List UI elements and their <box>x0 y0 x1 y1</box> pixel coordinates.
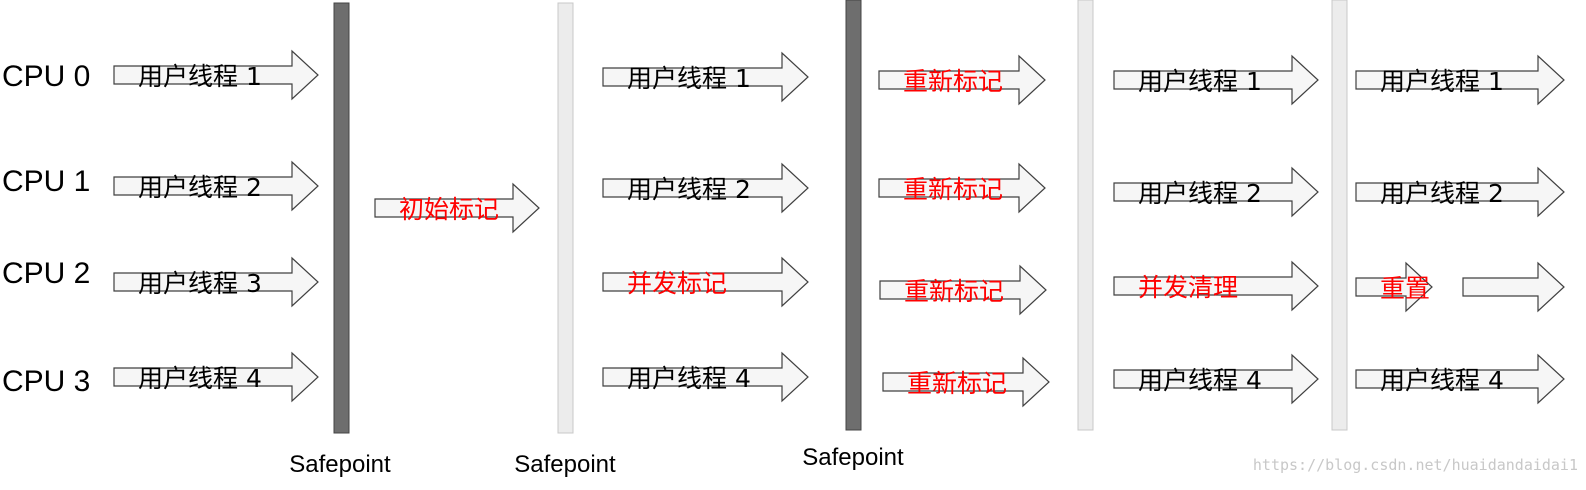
cpu-label: CPU 2 <box>2 257 90 290</box>
arrow-shape <box>1113 54 1319 106</box>
arrow-shape <box>878 162 1046 214</box>
thread-arrow: 并发清理 <box>1113 260 1319 312</box>
thread-arrow: 重新标记 <box>878 54 1046 106</box>
thread-arrow: 用户线程 1 <box>113 49 319 101</box>
arrow-label: 用户线程 3 <box>138 269 262 298</box>
arrow-shape <box>1355 261 1433 313</box>
arrow-label: 重新标记 <box>904 277 1004 306</box>
thread-arrow: 用户线程 4 <box>1113 353 1319 405</box>
thread-arrow: 用户线程 2 <box>1113 166 1319 218</box>
arrow-shape <box>1355 54 1565 106</box>
safepoint-label: Safepoint <box>514 451 616 478</box>
thread-arrow: 重置 <box>1355 261 1433 313</box>
safepoint-bars: Safepoint Safepoint Safepoint <box>289 0 1348 478</box>
thread-arrow: 用户线程 4 <box>1355 353 1565 405</box>
safepoint-bar <box>1077 0 1094 431</box>
thread-arrow <box>1462 261 1565 313</box>
thread-arrow: 用户线程 4 <box>113 351 319 403</box>
arrow-shape <box>602 51 809 103</box>
arrow-label: 用户线程 1 <box>1380 67 1504 96</box>
thread-arrow: 用户线程 2 <box>113 160 319 212</box>
arrow-shape <box>602 256 809 308</box>
arrow-label: 用户线程 2 <box>1380 179 1504 208</box>
arrow-shape <box>882 356 1050 408</box>
safepoint-bar <box>845 0 862 431</box>
arrow-shape <box>113 49 319 101</box>
cpu-label: CPU 0 <box>2 60 90 93</box>
safepoint-label: Safepoint <box>802 444 904 471</box>
arrow-shape <box>1113 353 1319 405</box>
arrow-shape <box>602 162 809 214</box>
thread-arrows: 用户线程 1 用户线程 2 用户线程 3 用户线程 4 初始标记 用户线程 1 用户线程 2… <box>113 49 1565 408</box>
arrow-label: 用户线程 4 <box>1138 366 1262 395</box>
arrow-shape <box>1355 166 1565 218</box>
safepoint-label: Safepoint <box>289 451 391 478</box>
arrow-label: 重新标记 <box>903 67 1003 96</box>
arrow-shape <box>113 160 319 212</box>
arrow-label: 重新标记 <box>907 369 1007 398</box>
thread-arrow: 初始标记 <box>374 182 540 234</box>
arrow-label: 用户线程 2 <box>627 175 751 204</box>
thread-arrow: 用户线程 1 <box>1113 54 1319 106</box>
thread-arrow: 用户线程 2 <box>602 162 809 214</box>
arrow-label: 并发标记 <box>627 269 727 298</box>
safepoint-bar <box>1331 0 1348 431</box>
arrow-shape <box>1462 261 1565 313</box>
arrow-label: 用户线程 4 <box>138 364 262 393</box>
thread-arrow: 用户线程 4 <box>602 351 809 403</box>
arrow-label: 用户线程 2 <box>1138 179 1262 208</box>
thread-arrow: 用户线程 2 <box>1355 166 1565 218</box>
arrow-shape <box>374 182 540 234</box>
arrow-shape <box>1113 260 1319 312</box>
arrow-label: 用户线程 2 <box>138 173 262 202</box>
arrow-label: 重新标记 <box>903 175 1003 204</box>
arrow-shape <box>1355 353 1565 405</box>
arrow-label: 用户线程 1 <box>1138 67 1262 96</box>
arrow-label: 用户线程 1 <box>627 64 751 93</box>
arrow-shape <box>113 256 319 308</box>
safepoint-bar <box>557 2 574 434</box>
arrow-shape <box>878 54 1046 106</box>
arrow-shape <box>1113 166 1319 218</box>
arrow-label: 初始标记 <box>399 195 499 224</box>
watermark-url: https://blog.csdn.net/huaidandaidai1 <box>1253 456 1578 474</box>
arrow-label: 并发清理 <box>1138 273 1238 302</box>
safepoint-bar <box>333 2 350 434</box>
arrow-label: 用户线程 4 <box>627 364 751 393</box>
arrow-shape <box>879 264 1047 316</box>
thread-arrow: 并发标记 <box>602 256 809 308</box>
arrow-label: 用户线程 4 <box>1380 366 1504 395</box>
thread-arrow: 用户线程 3 <box>113 256 319 308</box>
thread-arrow: 重新标记 <box>878 162 1046 214</box>
thread-arrow: 用户线程 1 <box>602 51 809 103</box>
arrow-shape <box>602 351 809 403</box>
cpu-label: CPU 3 <box>2 365 90 398</box>
arrow-label: 重置 <box>1380 274 1430 303</box>
cpu-labels: CPU 0 CPU 1 CPU 2 CPU 3 <box>2 60 90 398</box>
thread-arrow: 重新标记 <box>882 356 1050 408</box>
thread-arrow: 重新标记 <box>879 264 1047 316</box>
arrow-label: 用户线程 1 <box>138 62 262 91</box>
thread-arrow: 用户线程 1 <box>1355 54 1565 106</box>
cpu-label: CPU 1 <box>2 165 90 198</box>
arrow-shape <box>113 351 319 403</box>
